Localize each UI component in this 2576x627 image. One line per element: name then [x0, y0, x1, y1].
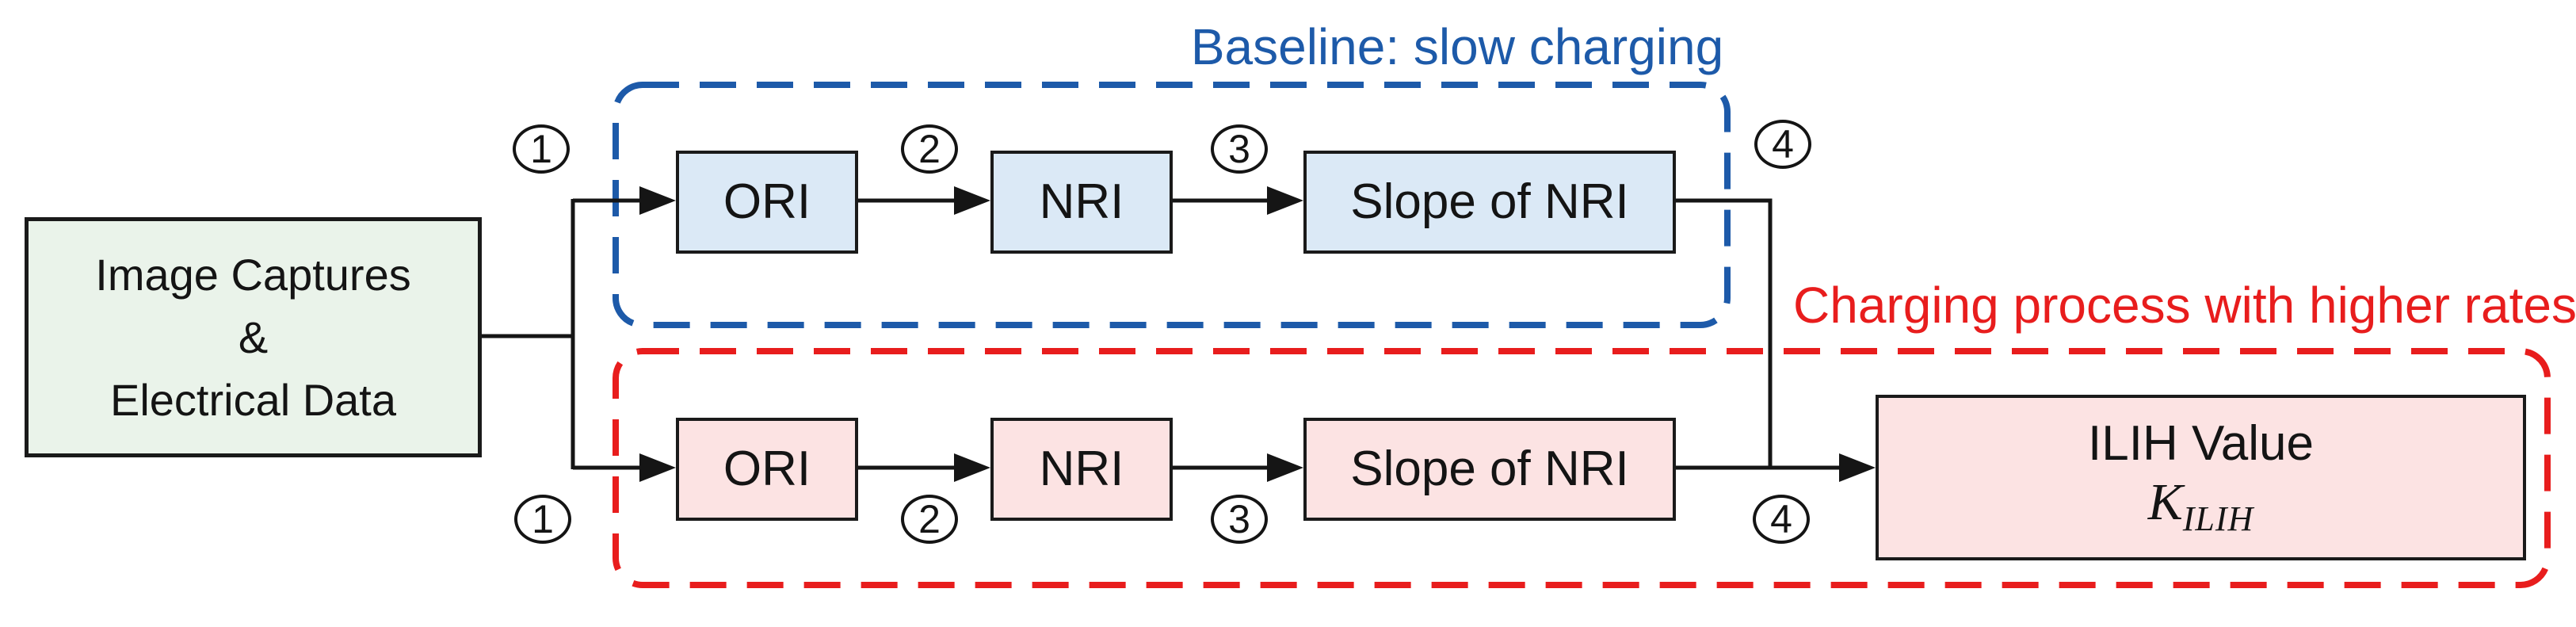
higher-rate-group-title: Charging process with higher rates — [1793, 277, 2576, 334]
higher-step-2-digit: 2 — [918, 497, 941, 541]
ilih-symbol-k: K — [2147, 472, 2183, 531]
baseline-step-4-digit: 4 — [1772, 122, 1794, 166]
ilih-value-box: ILIH Value KILIH — [1876, 395, 2526, 560]
baseline-step-1-marker: 1 — [513, 124, 570, 174]
source-line-3: Electrical Data — [109, 375, 397, 426]
higher-slope-label: Slope of NRI — [1350, 442, 1629, 496]
bottom-ori-nri-arrowhead — [954, 453, 990, 482]
baseline-step-4-marker: 4 — [1754, 120, 1811, 169]
top-ori-arrowhead — [639, 186, 676, 215]
higher-step-1-digit: 1 — [532, 497, 554, 541]
source-data-box: Image Captures & Electrical Data — [25, 217, 482, 457]
baseline-step-3-marker: 3 — [1211, 124, 1268, 174]
bottom-ori-arrowhead — [639, 453, 676, 482]
higher-ori-label: ORI — [723, 442, 811, 496]
ilih-symbol-subscript: ILIH — [2182, 499, 2254, 538]
baseline-nri-label: NRI — [1039, 174, 1124, 229]
higher-step-4-marker: 4 — [1753, 495, 1810, 544]
baseline-nri-box: NRI — [990, 151, 1173, 254]
baseline-group-title: Baseline: slow charging — [1190, 18, 1724, 75]
baseline-ori-label: ORI — [723, 174, 811, 229]
baseline-group-outline — [613, 82, 1731, 328]
top-nri-slope-arrowhead — [1267, 186, 1303, 215]
baseline-step-2-marker: 2 — [901, 124, 958, 174]
baseline-step-3-digit: 3 — [1228, 127, 1250, 171]
source-data-label: Image Captures & Electrical Data — [95, 248, 410, 427]
ilih-value-content: ILIH Value KILIH — [2088, 419, 2314, 537]
higher-step-1-marker: 1 — [514, 495, 571, 544]
higher-slope-box: Slope of NRI — [1303, 418, 1676, 521]
higher-ori-box: ORI — [676, 418, 858, 521]
higher-step-4-digit: 4 — [1770, 497, 1792, 541]
higher-step-3-digit: 3 — [1228, 497, 1250, 541]
baseline-step-1-digit: 1 — [530, 127, 552, 171]
baseline-output-elbow-line — [1676, 198, 1773, 468]
top-ori-nri-arrowhead — [954, 186, 990, 215]
higher-rate-group-outline — [613, 348, 2551, 588]
baseline-slope-box: Slope of NRI — [1303, 151, 1676, 254]
higher-step-2-marker: 2 — [901, 495, 958, 544]
higher-step-3-marker: 3 — [1211, 495, 1268, 544]
baseline-slope-label: Slope of NRI — [1350, 174, 1629, 229]
source-line-2: & — [238, 312, 269, 362]
higher-nri-label: NRI — [1039, 442, 1124, 496]
baseline-step-2-digit: 2 — [918, 127, 941, 171]
bottom-nri-slope-arrowhead — [1267, 453, 1303, 482]
baseline-ori-box: ORI — [676, 151, 858, 254]
ilih-arrowhead — [1839, 453, 1876, 482]
source-line-1: Image Captures — [95, 249, 411, 300]
higher-nri-box: NRI — [990, 418, 1173, 521]
ilih-symbol: KILIH — [2088, 476, 2314, 537]
ilih-value-label: ILIH Value — [2088, 415, 2314, 471]
